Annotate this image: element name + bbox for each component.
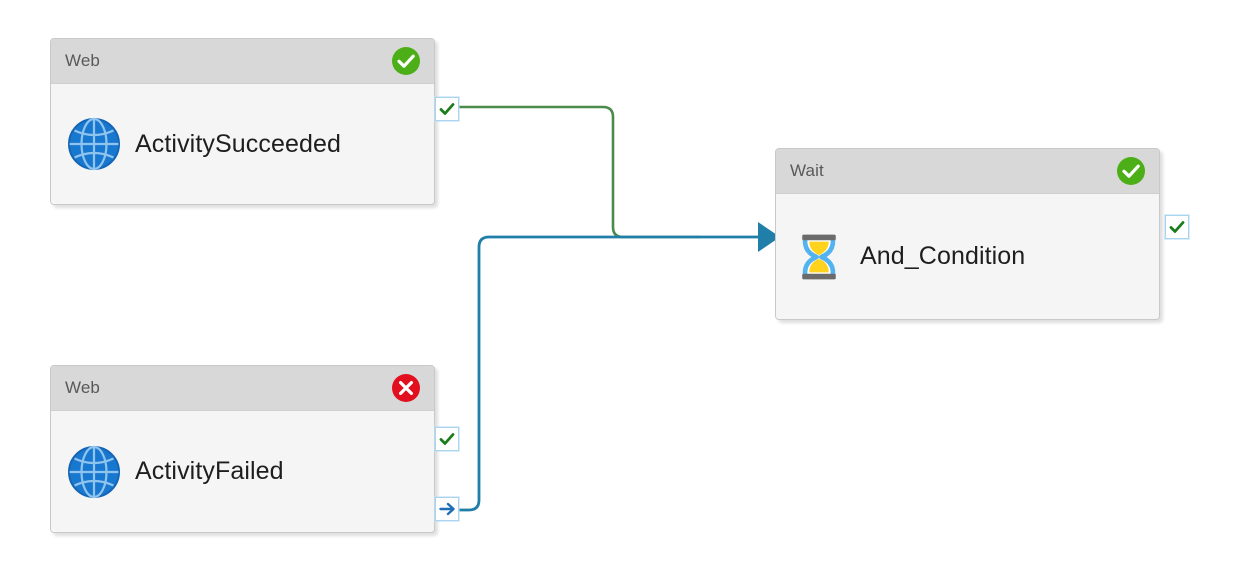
check-icon [439,433,455,445]
activity-node-activitysucceeded[interactable]: Web [50,38,435,205]
node-body: ActivitySucceeded [51,84,434,204]
activity-node-and-condition[interactable]: Wait [775,148,1160,320]
connection-handle-success[interactable] [1165,215,1189,239]
connection-handle-success[interactable] [435,427,459,451]
node-type-label: Wait [790,161,824,180]
connection-handle-success[interactable] [435,97,459,121]
check-icon [439,103,455,115]
activity-node-activityfailed[interactable]: Web [50,365,435,533]
node-header: Web [51,39,434,84]
success-check-badge-icon [1116,156,1146,186]
edge-failed-to-wait [450,235,764,512]
arrow-right-icon [439,502,455,516]
error-x-badge-icon [391,373,421,403]
node-body: ActivityFailed [51,411,434,532]
node-header: Wait [776,149,1159,194]
node-display-name: ActivityFailed [135,457,284,485]
node-header: Web [51,366,434,411]
success-check-badge-icon [391,46,421,76]
edge-succeeded-to-wait [450,105,700,239]
node-type-label: Web [65,51,100,70]
connection-handle-error[interactable] [435,497,459,521]
globe-icon [65,115,123,173]
check-icon [1169,221,1185,233]
node-display-name: ActivitySucceeded [135,129,341,158]
globe-icon [65,443,123,501]
hourglass-icon [790,228,848,286]
node-display-name: And_Condition [860,242,1026,270]
node-body: And_Condition [776,194,1159,319]
node-type-label: Web [65,378,100,397]
